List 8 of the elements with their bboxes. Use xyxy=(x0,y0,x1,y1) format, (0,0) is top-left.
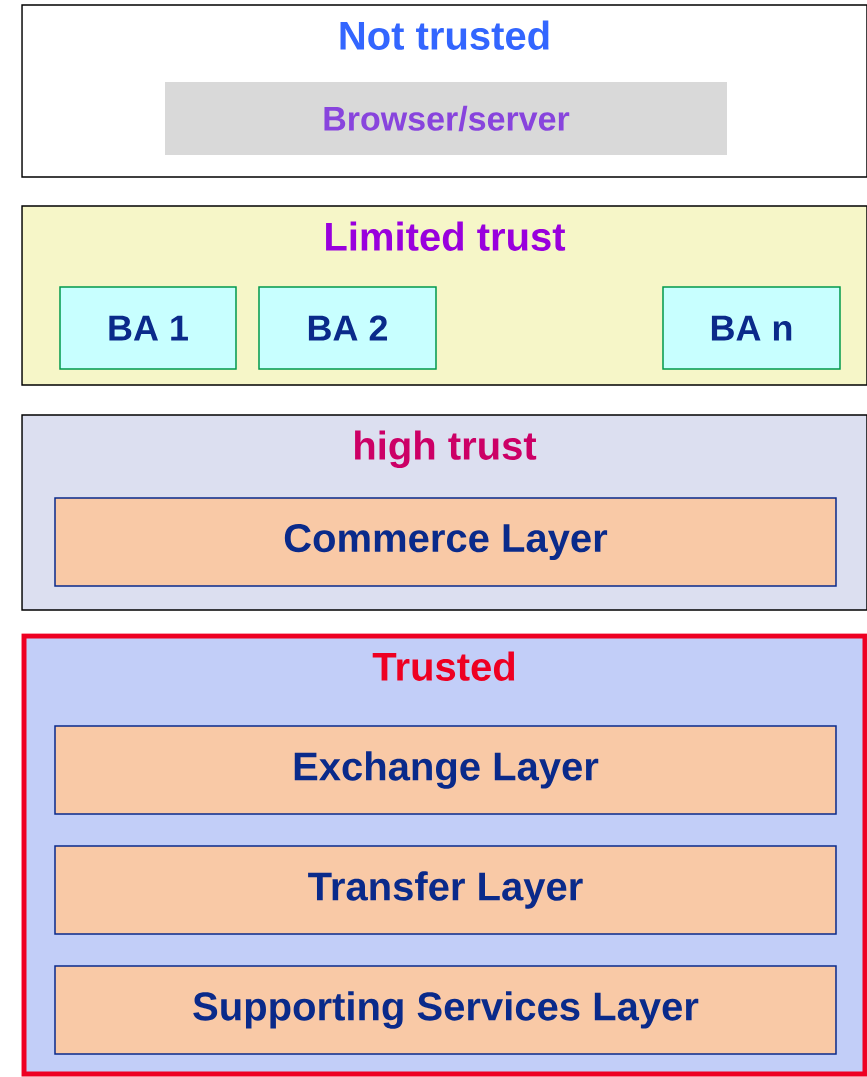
component-box: BA 2 xyxy=(258,286,437,370)
layer-box: Commerce Layer xyxy=(54,497,837,587)
component-box: BA n xyxy=(662,286,841,370)
layer-box: Transfer Layer xyxy=(54,845,837,935)
component-box: BA 1 xyxy=(59,286,237,370)
label-box: Browser/server xyxy=(165,82,727,155)
layer-box: Exchange Layer xyxy=(54,725,837,815)
layer-box: Supporting Services Layer xyxy=(54,965,837,1055)
